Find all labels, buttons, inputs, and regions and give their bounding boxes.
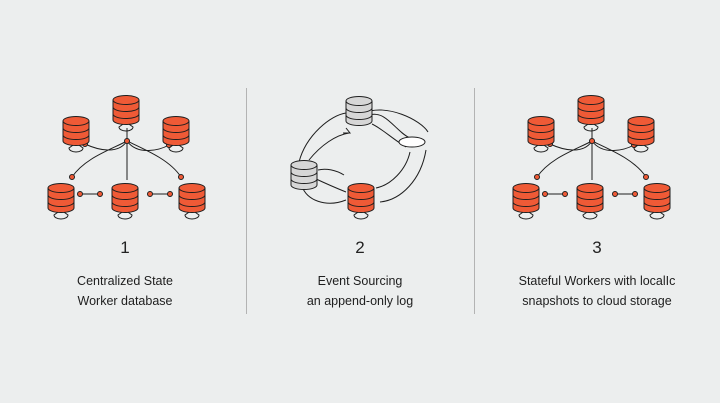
centralized-state-diagram bbox=[47, 95, 206, 220]
database-icon bbox=[111, 183, 139, 220]
panel-event-sourcing: 2 Event Sourcing an append-only log bbox=[246, 0, 474, 403]
database-icon bbox=[576, 183, 604, 220]
database-icon bbox=[290, 160, 318, 190]
link-dot bbox=[632, 191, 638, 197]
hub-dot bbox=[589, 138, 595, 144]
event-sourcing-diagram bbox=[290, 96, 429, 220]
link-dot bbox=[167, 191, 173, 197]
database-icon bbox=[162, 116, 190, 153]
database-icon bbox=[62, 116, 90, 153]
link-dot bbox=[178, 174, 184, 180]
database-icon bbox=[345, 96, 373, 126]
database-icon bbox=[627, 116, 655, 153]
event-log-node bbox=[398, 136, 426, 148]
link-dot bbox=[77, 191, 83, 197]
link-dot bbox=[147, 191, 153, 197]
database-icon bbox=[577, 95, 605, 132]
link-dot bbox=[562, 191, 568, 197]
panel-caption-line2: Worker database bbox=[77, 294, 173, 308]
link-dot bbox=[643, 174, 649, 180]
database-icon bbox=[347, 183, 375, 220]
panel-number: 2 bbox=[355, 238, 365, 257]
panel-number: 1 bbox=[120, 238, 130, 257]
database-icon bbox=[47, 183, 75, 220]
database-icon bbox=[178, 183, 206, 220]
hub-dot bbox=[124, 138, 130, 144]
panel-caption-line1: Event Sourcing bbox=[317, 274, 403, 288]
database-icon bbox=[643, 183, 671, 220]
panel-divider bbox=[474, 88, 475, 314]
panel-divider bbox=[246, 88, 247, 314]
database-icon bbox=[512, 183, 540, 220]
link-dot bbox=[534, 174, 540, 180]
stateful-workers-diagram bbox=[512, 95, 671, 220]
link-dot bbox=[612, 191, 618, 197]
link-dot bbox=[97, 191, 103, 197]
panel-centralized-state: 1 Centralized State Worker database bbox=[0, 0, 250, 403]
panel-caption-line2: an append-only log bbox=[306, 294, 414, 308]
database-icon bbox=[527, 116, 555, 153]
panel-number: 3 bbox=[592, 238, 602, 257]
panel-stateful-workers: 3 Stateful Workers with localIc snapshot… bbox=[474, 0, 720, 403]
panel-caption-line2: snapshots to cloud storage bbox=[522, 294, 672, 308]
link-dot bbox=[542, 191, 548, 197]
panel-caption-line1: Centralized State bbox=[77, 274, 173, 288]
database-icon bbox=[112, 95, 140, 132]
panel-caption-line1: Stateful Workers with localIc bbox=[518, 274, 676, 288]
link-dot bbox=[69, 174, 75, 180]
